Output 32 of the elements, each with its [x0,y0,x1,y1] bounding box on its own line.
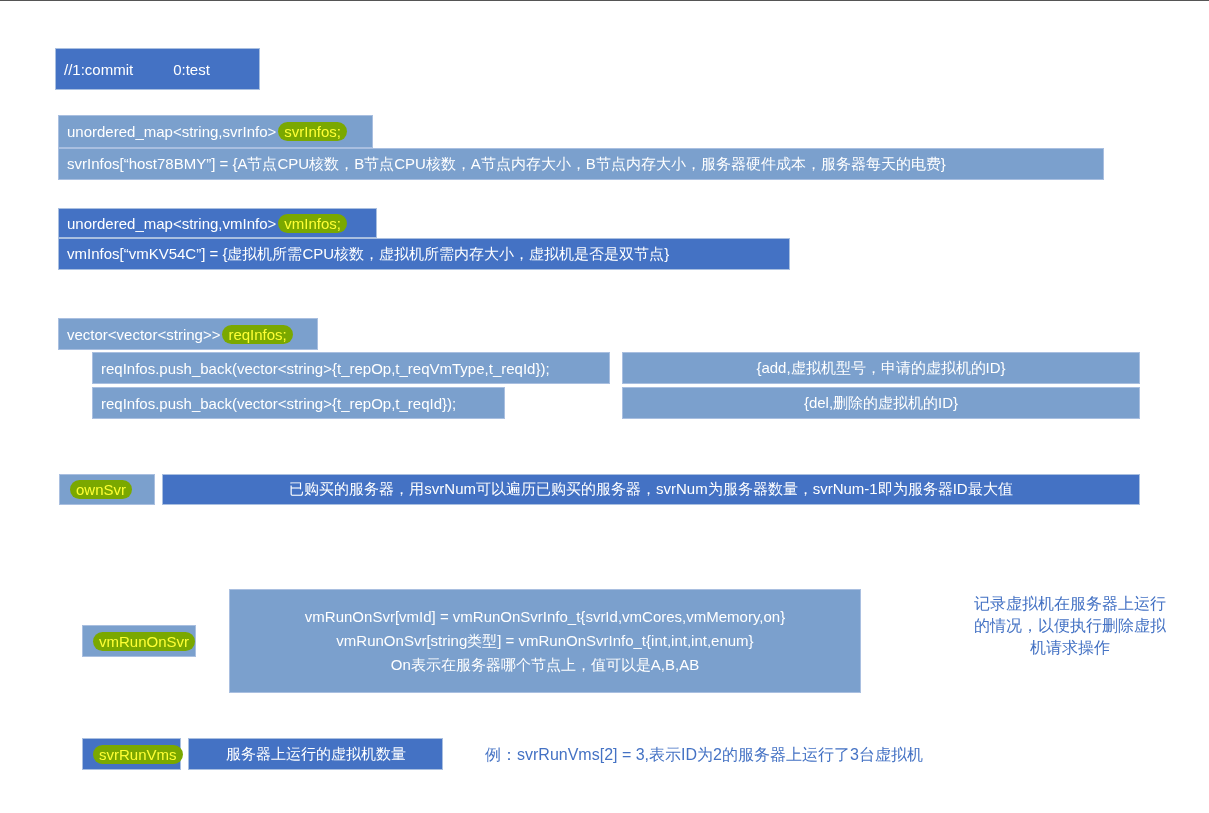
highlighted-variable: svrRunVms [93,744,183,764]
text-line: 0:test [173,60,210,78]
type-declaration-box [58,115,373,148]
description-box [229,589,861,693]
example-note: 例：svrRunVms[2] = 3,表示ID为2的服务器上运行了3台虚拟机 [485,745,924,765]
highlighted-variable: vmRunOnSvr [93,631,196,651]
code-box: reqInfos.push_back(vector<string>{t_repOp,t_reqVmType,t_reqId}); [92,352,610,384]
description-box: {add,虚拟机型号，申请的虚拟机的ID} [622,352,1140,384]
description-box: 已购买的服务器，用svrNum可以遍历已购买的服务器，svrNum为服务器数量，svrNum-1即为服务器ID最大值 [162,474,1140,505]
code-box: reqInfos.push_back(vector<string>{t_repOp,t_reqId}); [92,387,505,419]
note-text: 记录虚拟机在服务器上运行的情况，以便执行删除虚拟机请求操作 [973,594,1167,658]
text-line: vmRunOnSvr[vmId] = vmRunOnSvrInfo_t{svrId,vmCores,vmMemory,on} [304,607,786,627]
highlighted-variable: reqInfos; [222,324,293,344]
text-line: On表示在服务器哪个节点上，值可以是A,B,AB [390,655,700,675]
description-box: vmInfos[“vmKV54C”] = {虚拟机所需CPU核数，虚拟机所需内存大小，虚拟机是否是双节点} [58,238,790,270]
text-line: vector<vector<string>> [67,325,221,343]
highlighted-variable: ownSvr [70,480,133,499]
text-line: unordered_map<string,svrInfo> [67,123,277,140]
type-declaration-box [58,208,377,238]
highlighted-variable: svrInfos; [278,122,347,141]
description-box: svrInfos[“host78BMY”] = {A节点CPU核数，B节点CPU核数，A节点内存大小，B节点内存大小，服务器硬件成本，服务器每天的电费} [58,148,1104,180]
variable-box [59,474,155,505]
description-box: {del,删除的虚拟机的ID} [622,387,1140,419]
code-comment-box [55,48,260,90]
variable-box [82,625,196,657]
text-line: vmRunOnSvr[string类型] = vmRunOnSvrInfo_t{int,int,int,enum} [336,631,754,651]
description-box: 服务器上运行的虚拟机数量 [188,738,443,770]
highlighted-variable: vmInfos; [278,213,347,233]
text-line: unordered_map<string,vmInfo> [67,214,277,232]
type-declaration-box [58,318,318,350]
variable-box [82,738,181,770]
text-line: //1:commit [64,60,134,78]
